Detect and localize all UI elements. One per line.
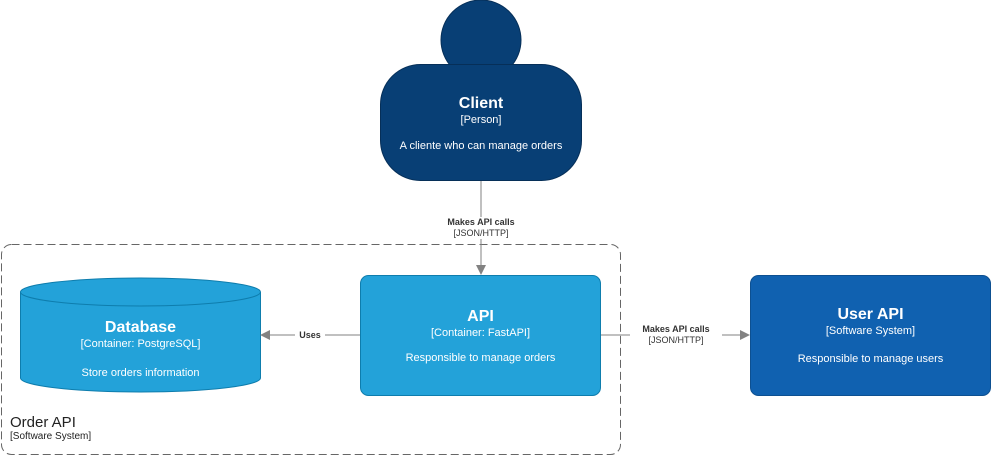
api-title: API (467, 308, 494, 325)
person-body (380, 64, 582, 181)
client-description: A cliente who can manage orders (399, 140, 563, 152)
api-container-box[interactable] (360, 275, 601, 396)
client-title: Client (458, 95, 504, 112)
database-type: [Container: PostgreSQL] (80, 338, 201, 350)
api-type: [Container: FastAPI] (430, 327, 531, 339)
client-person-shape[interactable] (380, 0, 582, 181)
user-api-description: Responsible to manage users (797, 353, 944, 365)
boundary-type: [Software System] (10, 431, 92, 442)
edge-api-to-user-api-label: Makes API calls (642, 324, 710, 334)
edge-label-api-to-user-api: Makes API calls [JSON/HTTP] (630, 324, 722, 346)
edge-api-to-database-label: Uses (299, 330, 321, 340)
user-api-type: [Software System] (825, 325, 916, 337)
edge-label-client-to-api: Makes API calls [JSON/HTTP] (431, 217, 531, 239)
boundary-title: Order API (10, 414, 76, 431)
client-node: Client [Person] A cliente who can manage… (380, 94, 582, 153)
api-node: API [Container: FastAPI] Responsible to … (360, 307, 601, 365)
edge-client-to-api-technology: [JSON/HTTP] (453, 228, 509, 238)
database-node: Database [Container: PostgreSQL] Store o… (20, 318, 261, 380)
edge-client-to-api-label: Makes API calls (447, 217, 515, 227)
cylinder-database-icon[interactable] (20, 277, 261, 393)
user-api-title: User API (837, 306, 904, 323)
edge-label-api-to-database: Uses (295, 330, 325, 341)
user-api-node: User API [Software System] Responsible t… (750, 305, 991, 366)
database-description: Store orders information (81, 367, 200, 379)
order-api-boundary[interactable] (1, 244, 621, 455)
client-type: [Person] (460, 114, 502, 126)
database-title: Database (104, 319, 177, 336)
edge-api-to-user-api-technology: [JSON/HTTP] (648, 335, 704, 345)
api-description: Responsible to manage orders (405, 352, 556, 364)
order-api-boundary-label: Order API [Software System] (10, 414, 91, 443)
